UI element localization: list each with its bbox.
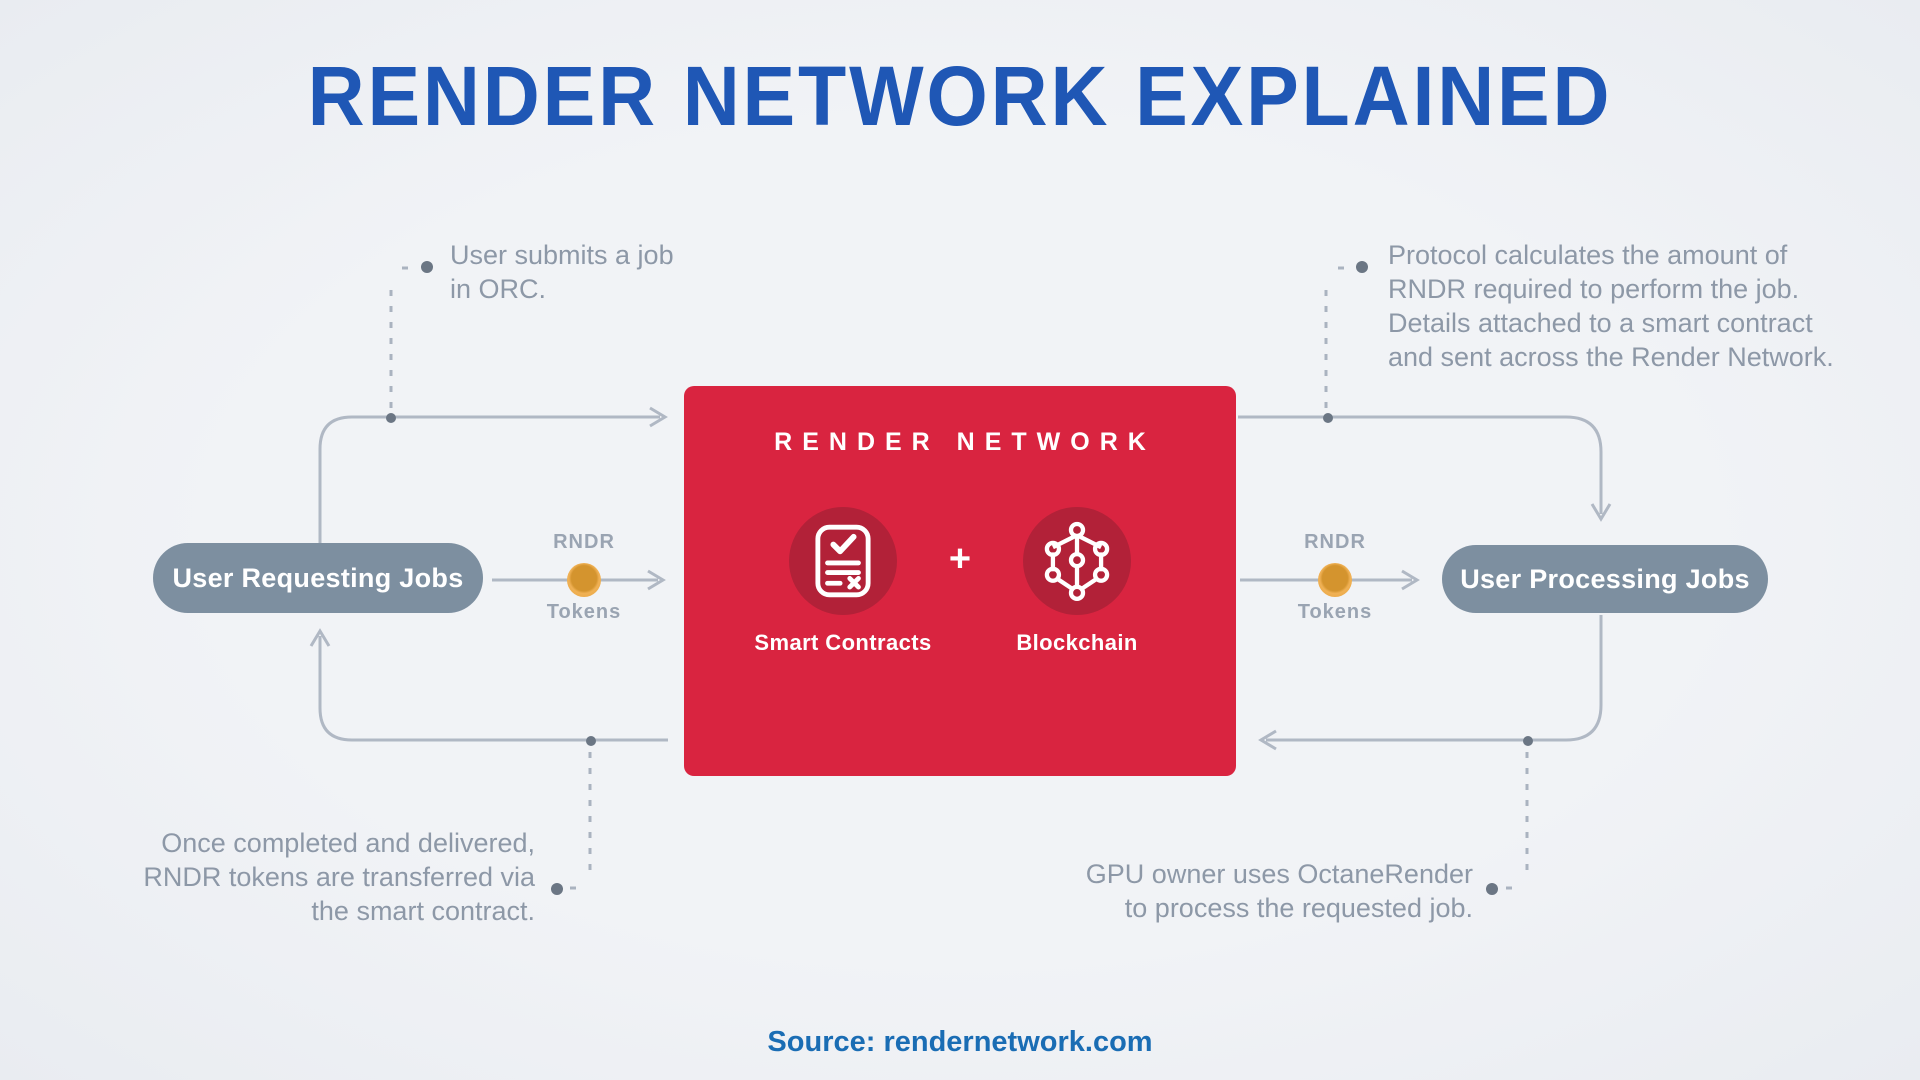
- user-processing-jobs-pill: User Processing Jobs: [1442, 545, 1768, 613]
- junction-dot: [386, 413, 396, 423]
- rndr-coin-icon: [1318, 563, 1352, 597]
- annotation-dot: [1486, 883, 1498, 895]
- page-title: RENDER NETWORK EXPLAINED: [307, 49, 1613, 143]
- arrowhead-right-icon: [1401, 569, 1420, 591]
- arrowhead-left-icon: [1258, 729, 1277, 751]
- blockchain-label: Blockchain: [1016, 630, 1138, 655]
- smart-contract-icon: [815, 524, 871, 598]
- smart-contract-circle: [789, 507, 897, 615]
- source-credit: Source: rendernetwork.com: [767, 1026, 1153, 1058]
- junction-dot: [586, 736, 596, 746]
- annotation-bottom-left: Once completed and delivered, RNDR token…: [143, 828, 535, 926]
- pill-label: User Processing Jobs: [1460, 563, 1750, 594]
- arrowhead-right-icon: [647, 569, 666, 591]
- arrow-network-to-processor: [1238, 415, 1603, 514]
- rndr-label-right: RNDR: [1304, 531, 1366, 553]
- tokens-label-right: Tokens: [1297, 601, 1373, 623]
- arrow-processor-to-network: [1266, 615, 1603, 742]
- annotation-dot: [1356, 261, 1368, 273]
- arrowhead-down-icon: [1590, 503, 1612, 522]
- plus-sign: +: [948, 538, 972, 580]
- arrowhead-right-icon: [649, 406, 668, 428]
- annotation-dot: [551, 883, 563, 895]
- annotation-dot: [421, 261, 433, 273]
- render-network-heading: RENDER NETWORK: [774, 428, 1156, 456]
- pill-label: User Requesting Jobs: [172, 562, 464, 593]
- smart-contracts-label: Smart Contracts: [754, 630, 932, 655]
- blockchain-icon: [1044, 521, 1110, 601]
- junction-dot: [1323, 413, 1333, 423]
- rndr-coin-icon: [567, 563, 601, 597]
- tokens-label-left: Tokens: [546, 601, 622, 623]
- arrow-request-to-network: [318, 415, 660, 543]
- junction-dot: [1523, 736, 1533, 746]
- rndr-label-left: RNDR: [553, 531, 615, 553]
- render-network-box: [684, 386, 1236, 776]
- annotation-bottom-right: GPU owner uses OctaneRender to process t…: [1085, 859, 1473, 923]
- annotation-top-right: Protocol calculates the amount of RNDR r…: [1388, 240, 1834, 372]
- annotation-top-left: User submits a job in ORC.: [450, 240, 674, 304]
- blockchain-circle: [1023, 507, 1131, 615]
- arrow-return-to-requester: [318, 636, 668, 742]
- arrowhead-up-icon: [309, 628, 331, 647]
- user-requesting-jobs-pill: User Requesting Jobs: [153, 543, 483, 613]
